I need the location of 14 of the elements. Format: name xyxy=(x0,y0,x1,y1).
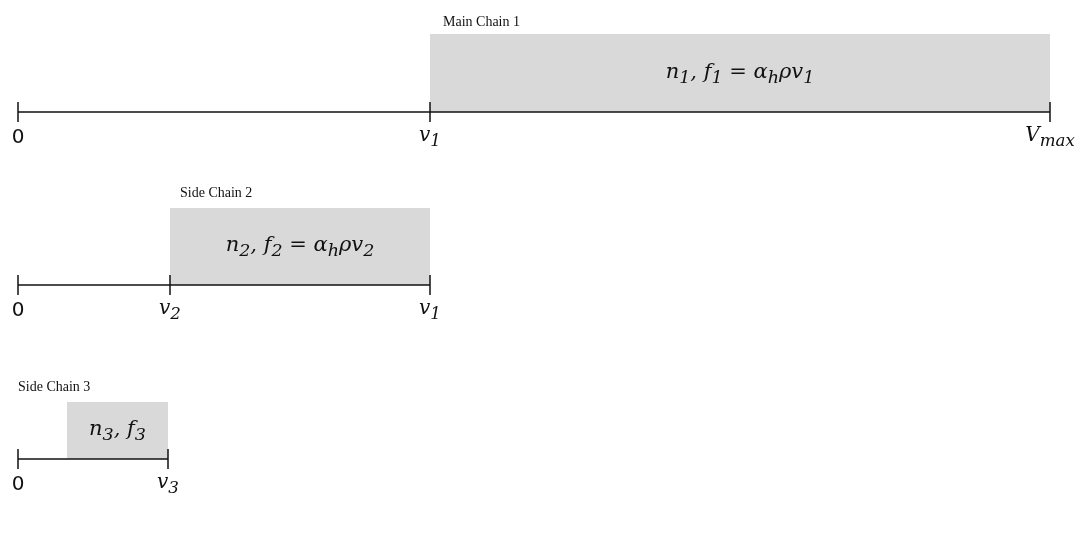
tick-label: v$_{1}$ xyxy=(419,295,441,323)
formula-text: n$_{2}$, f$_{2}$ = α$_{h}$ρv$_{2}$ xyxy=(225,232,375,261)
formula-text: n$_{3}$, f$_{3}$ xyxy=(89,416,146,445)
tick-label: V$_{max}$ xyxy=(1025,122,1075,150)
tick-label: v$_{1}$ xyxy=(419,122,441,150)
tick-label: 0 xyxy=(11,124,25,148)
chain-title: Side Chain 3 xyxy=(18,379,91,395)
tick-label: 0 xyxy=(11,297,25,321)
tick-label: 0 xyxy=(11,471,25,495)
formula-text: n$_{1}$, f$_{1}$ = α$_{h}$ρv$_{1}$ xyxy=(665,58,815,88)
chain-title: Side Chain 2 xyxy=(180,185,253,201)
tick-label: v$_{2}$ xyxy=(159,295,181,323)
tick-label: v$_{3}$ xyxy=(157,469,179,497)
chain-title: Main Chain 1 xyxy=(443,14,520,30)
